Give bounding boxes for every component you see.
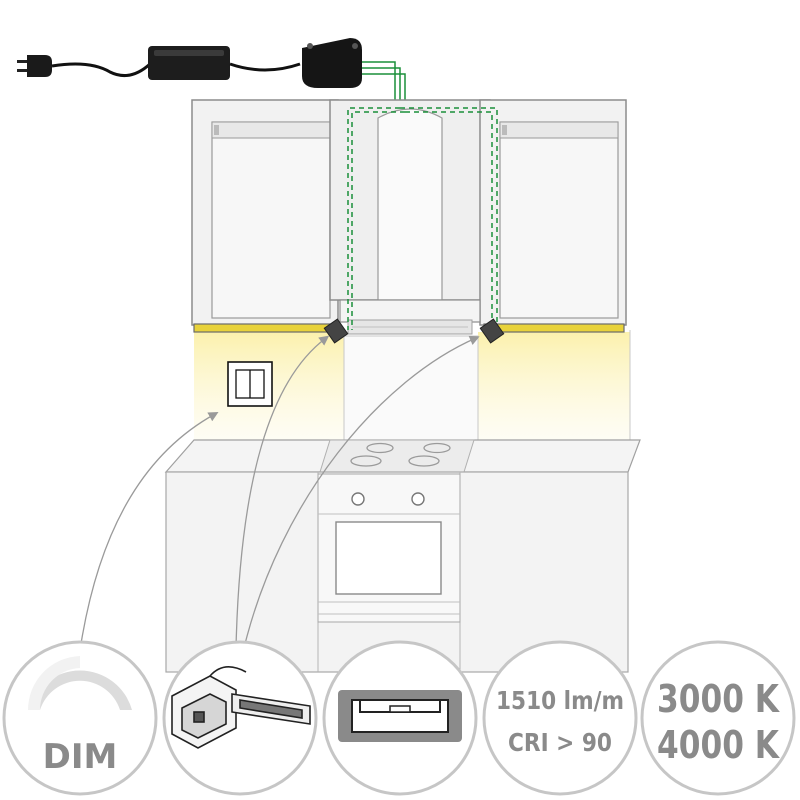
badge-profile xyxy=(322,640,478,796)
aluminium-profile-icon xyxy=(338,690,462,742)
upper-cabinet-right xyxy=(479,99,627,326)
led-strip-left xyxy=(193,318,349,344)
power-cable xyxy=(51,62,152,78)
backsplash xyxy=(194,330,631,451)
dimming-arc-icon xyxy=(27,656,132,710)
upper-cabinet-left xyxy=(191,99,339,326)
range-hood xyxy=(339,299,481,335)
cri-label: CRI > 90 xyxy=(508,728,612,757)
controller-box-icon xyxy=(302,38,362,88)
strip-connector-icon xyxy=(171,666,311,749)
driver-cable xyxy=(229,62,301,72)
power-plug-icon xyxy=(17,55,52,77)
color-temp-neutral-label: 4000 K xyxy=(657,723,780,767)
led-strip-right xyxy=(479,318,625,344)
callout-arrows xyxy=(79,335,480,651)
hidden-wiring-route xyxy=(347,107,498,330)
arrow-to-switch xyxy=(79,412,219,651)
oven xyxy=(317,473,461,623)
cooktop-burners xyxy=(350,442,451,467)
arrow-to-right-strip xyxy=(243,335,480,649)
wall-switch-icon xyxy=(227,361,273,407)
led-driver-icon xyxy=(148,46,230,80)
color-temp-warm-label: 3000 K xyxy=(657,677,780,721)
countertop xyxy=(164,439,641,473)
badge-dim: DIM xyxy=(2,640,158,796)
badge-connector xyxy=(162,640,318,796)
dim-label: DIM xyxy=(43,737,118,777)
controller-wires xyxy=(362,61,406,108)
arrow-to-left-strip xyxy=(235,335,330,649)
hood-cabinet xyxy=(329,99,491,310)
lumen-label: 1510 lm/m xyxy=(496,686,624,715)
badge-lumen: 1510 lm/m CRI > 90 xyxy=(482,640,638,796)
badge-color-temp: 3000 K 4000 K xyxy=(640,640,796,796)
